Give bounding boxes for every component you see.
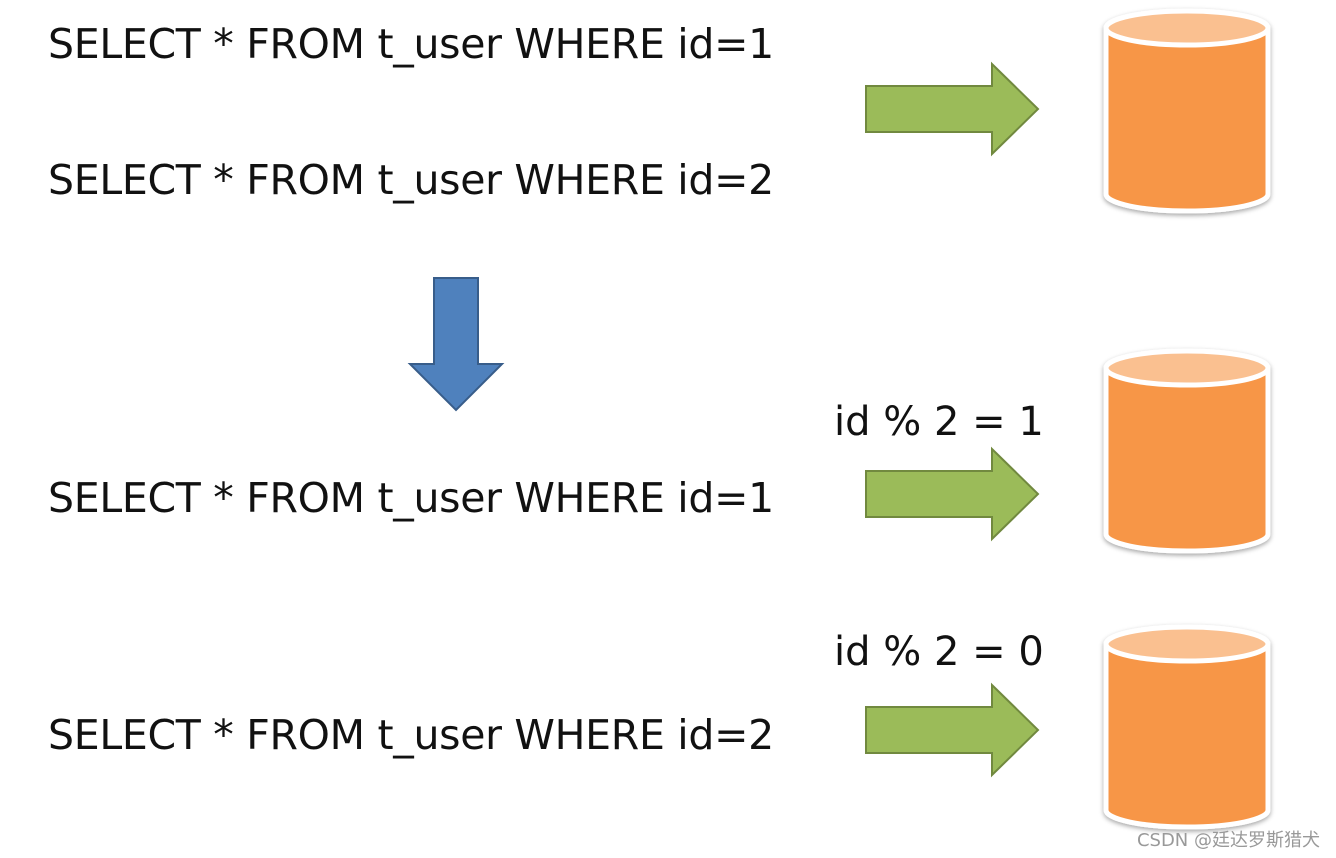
database-icon xyxy=(1103,624,1271,830)
sql-query-after-1: SELECT * FROM t_user WHERE id=1 xyxy=(48,474,774,522)
database-icon xyxy=(1103,8,1271,214)
sql-query-after-2: SELECT * FROM t_user WHERE id=2 xyxy=(48,711,774,759)
route-arrow-icon xyxy=(865,61,1040,157)
shard-condition-2: id % 2 = 0 xyxy=(834,629,1044,675)
transform-arrow-icon xyxy=(407,277,505,412)
shard-condition-1: id % 2 = 1 xyxy=(834,399,1044,445)
route-arrow-icon xyxy=(865,682,1040,778)
sql-query-before-2: SELECT * FROM t_user WHERE id=2 xyxy=(48,156,774,204)
route-arrow-icon xyxy=(865,446,1040,542)
watermark: CSDN @廷达罗斯猎犬 xyxy=(1136,830,1320,851)
database-icon xyxy=(1103,348,1271,554)
sql-query-before-1: SELECT * FROM t_user WHERE id=1 xyxy=(48,20,774,68)
